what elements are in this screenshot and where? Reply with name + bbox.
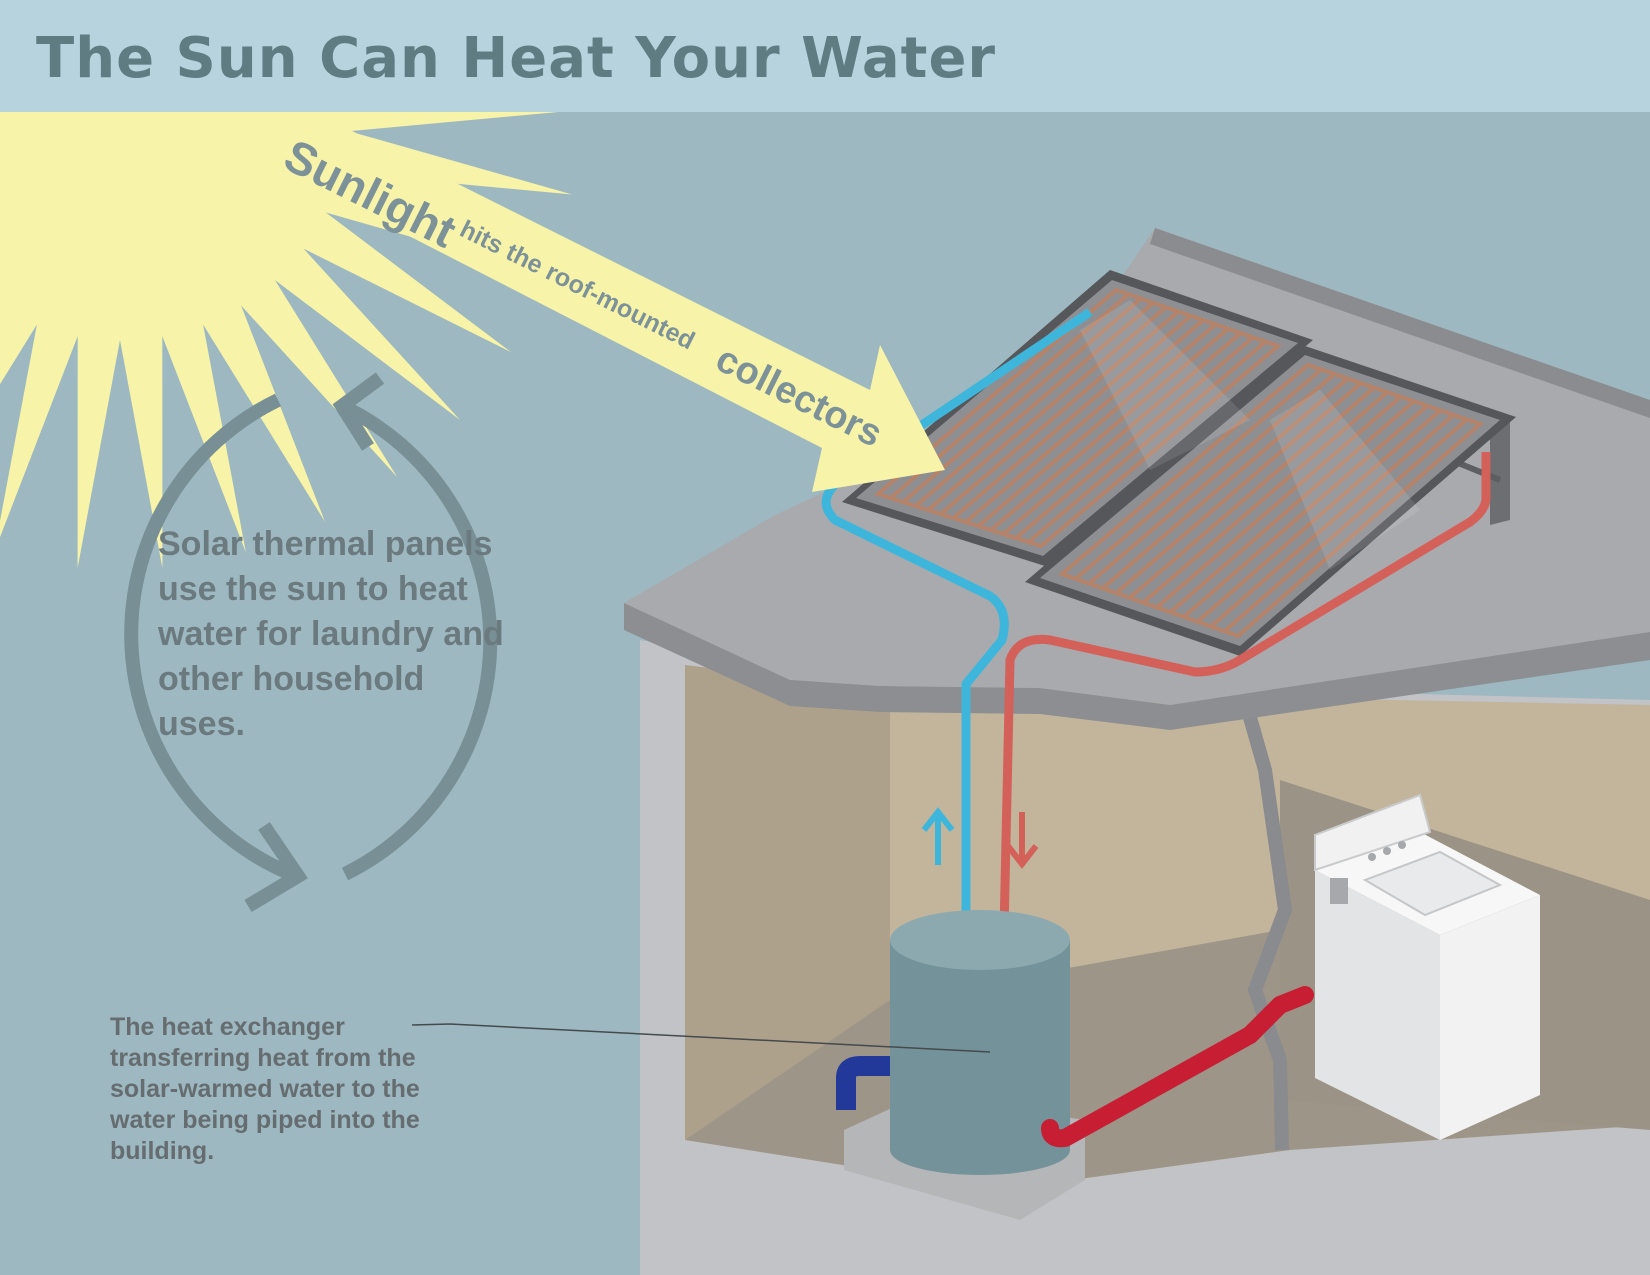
cycle-arrowhead-bottom xyxy=(244,822,308,913)
down-arrow-icon xyxy=(1005,812,1039,869)
washer-console xyxy=(1314,793,1432,872)
sunlight-beam xyxy=(300,120,945,492)
washer-side xyxy=(1440,895,1540,1140)
coil-line xyxy=(989,327,1230,532)
coil-line xyxy=(1074,368,1323,581)
panel-1-glare xyxy=(1080,300,1250,470)
tank-top xyxy=(890,910,1070,970)
coil-line xyxy=(1141,390,1389,605)
floor-crack xyxy=(1238,698,1292,1151)
exchanger-leader-line xyxy=(411,1023,991,1053)
coil-line xyxy=(1209,413,1455,628)
washer-knob-1 xyxy=(1368,853,1376,861)
cycle-arc-right xyxy=(337,398,498,881)
coil-line xyxy=(1155,395,1402,609)
coil-line xyxy=(1196,408,1442,624)
coil-line xyxy=(964,318,1205,524)
coil-line xyxy=(1182,404,1429,619)
panel-1-coil-area xyxy=(873,287,1282,549)
washer-display xyxy=(1330,878,1348,904)
washer-knob-2 xyxy=(1383,847,1391,855)
coil-line xyxy=(1014,335,1255,540)
hot-return-pipe xyxy=(999,452,1491,931)
panel-2-glare xyxy=(1270,390,1420,570)
coil-line xyxy=(1027,340,1267,544)
washer-front xyxy=(1315,870,1440,1140)
panel-rack xyxy=(1490,415,1510,525)
coil-line xyxy=(1128,386,1376,600)
cycle-arrows-icon xyxy=(124,372,498,913)
coil-line xyxy=(1114,381,1363,595)
heat-exchanger-description: The heat exchanger transferring heat fro… xyxy=(110,1013,420,1165)
inlet-pipe xyxy=(836,1056,900,1110)
roof-back-edge xyxy=(1150,228,1650,418)
title-bar: The Sun Can Heat Your Water xyxy=(0,0,1650,112)
coil-line xyxy=(951,314,1193,520)
cycle-description: Solar thermal panels use the sun to heat… xyxy=(158,525,504,743)
cycle-arc-left xyxy=(124,393,299,883)
washer-lid xyxy=(1362,850,1503,917)
water-tank-icon xyxy=(836,910,1314,1220)
coil-line xyxy=(1087,372,1336,586)
cold-supply-pipe xyxy=(821,308,1093,930)
page-title: The Sun Can Heat Your Water xyxy=(36,26,997,91)
washing-machine-icon xyxy=(1314,793,1540,1140)
coil-line xyxy=(1168,399,1416,614)
coil-line xyxy=(939,310,1180,516)
coil-line xyxy=(1002,331,1242,536)
washer-knob-3 xyxy=(1398,841,1406,849)
cycle-arrowhead-top xyxy=(332,372,385,451)
coil-line xyxy=(1223,417,1469,633)
solar-panel-icon xyxy=(842,270,1516,656)
coil-line xyxy=(926,305,1168,512)
coil-line xyxy=(977,322,1217,528)
panel-2-coils xyxy=(1074,368,1469,633)
up-arrow-icon xyxy=(921,807,955,865)
tank-body xyxy=(890,940,1070,1175)
attic-wall-left xyxy=(685,665,890,1140)
coil-line xyxy=(914,301,1155,508)
coil-line xyxy=(1101,377,1349,590)
panel-2-coil-area xyxy=(1058,362,1484,639)
roof-edge xyxy=(624,603,1650,730)
supply-hot-pipe xyxy=(1041,986,1314,1148)
